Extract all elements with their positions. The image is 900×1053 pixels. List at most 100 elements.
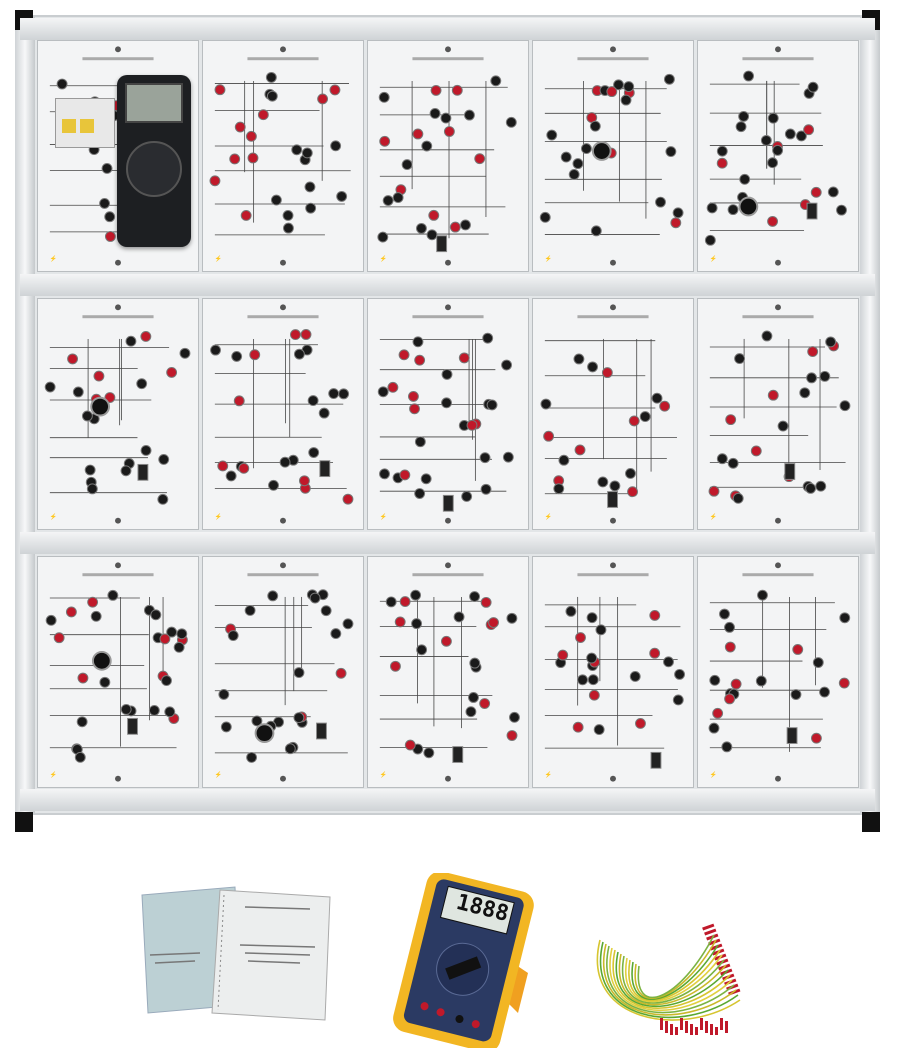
jack [665, 146, 677, 157]
right-post [860, 15, 880, 815]
jack [539, 211, 551, 223]
jack [217, 460, 229, 472]
jack [466, 419, 478, 431]
jack [293, 667, 305, 679]
jack [423, 747, 435, 759]
jack [140, 331, 152, 342]
jack [488, 617, 499, 628]
jack [44, 381, 56, 393]
jack [501, 359, 513, 371]
jack [655, 196, 666, 208]
jack [651, 392, 663, 404]
module-panel-2-4: ⚡ [532, 298, 694, 530]
manuals [140, 885, 340, 1025]
jack [77, 672, 89, 684]
multimeter-accessory: 1888 [378, 871, 538, 1053]
jack [377, 386, 389, 398]
jack [298, 475, 310, 487]
module-panel-2-3: ⚡ [367, 298, 529, 530]
left-post [15, 15, 35, 815]
jack [730, 678, 742, 690]
jack [164, 706, 176, 718]
jack [625, 468, 636, 479]
jack [414, 488, 426, 499]
jack [76, 716, 88, 728]
jack [379, 468, 390, 480]
jack [790, 689, 802, 700]
module-panel-3-5: ⚡ [697, 556, 859, 788]
jack [107, 589, 119, 601]
jack [755, 675, 767, 687]
jack [810, 186, 822, 198]
jack [159, 633, 171, 645]
jack [210, 344, 221, 356]
jack [86, 483, 98, 495]
jack [588, 689, 600, 701]
jack [125, 335, 137, 347]
jack [629, 671, 641, 682]
jack [247, 152, 259, 164]
jack [382, 195, 394, 206]
jack [469, 591, 481, 602]
jack [338, 388, 350, 400]
jack [329, 84, 341, 96]
circuit-breaker [55, 98, 115, 148]
jack [81, 410, 93, 422]
jack [819, 370, 831, 382]
jack [411, 618, 423, 630]
jack [429, 108, 441, 119]
jack [593, 724, 605, 736]
jack [708, 722, 720, 734]
jack [305, 202, 317, 214]
jack [45, 614, 57, 626]
jack [792, 644, 804, 655]
jack [601, 367, 613, 379]
jack [505, 116, 517, 128]
jack [378, 91, 390, 103]
jack [557, 649, 569, 661]
jack [663, 656, 674, 668]
jack [421, 140, 433, 152]
jack [214, 84, 226, 96]
jack [458, 352, 470, 364]
module-panel-2-1: ⚡ [37, 298, 199, 530]
jack [120, 465, 132, 477]
jack [176, 628, 188, 640]
jack [839, 612, 851, 624]
jack [482, 332, 494, 344]
jack [474, 153, 486, 165]
jack [577, 674, 589, 686]
jack [812, 657, 824, 668]
module-panel-3-2: ⚡ [202, 556, 364, 788]
jack [412, 128, 424, 140]
jack [572, 721, 584, 733]
jack [398, 349, 410, 361]
jack [738, 110, 750, 122]
jack [227, 630, 239, 641]
jack [725, 414, 737, 426]
jack [480, 483, 492, 495]
jack [838, 677, 850, 689]
jack [279, 456, 291, 468]
jack [727, 204, 739, 216]
jack [290, 329, 301, 341]
jack [709, 674, 721, 686]
jack [635, 718, 646, 729]
jack [595, 624, 607, 636]
manual-books-image [141, 886, 331, 1021]
jack [799, 387, 811, 399]
test-leads [590, 900, 750, 1039]
jack [609, 480, 621, 492]
jack [328, 388, 340, 399]
jack [166, 366, 178, 378]
jack [408, 390, 419, 402]
jack [390, 660, 401, 672]
jack [750, 445, 762, 457]
jack [810, 732, 822, 744]
jack [506, 612, 518, 624]
jack [251, 715, 263, 727]
jack [441, 368, 453, 380]
jack [166, 626, 178, 638]
jack [335, 667, 347, 679]
jack [90, 610, 102, 622]
